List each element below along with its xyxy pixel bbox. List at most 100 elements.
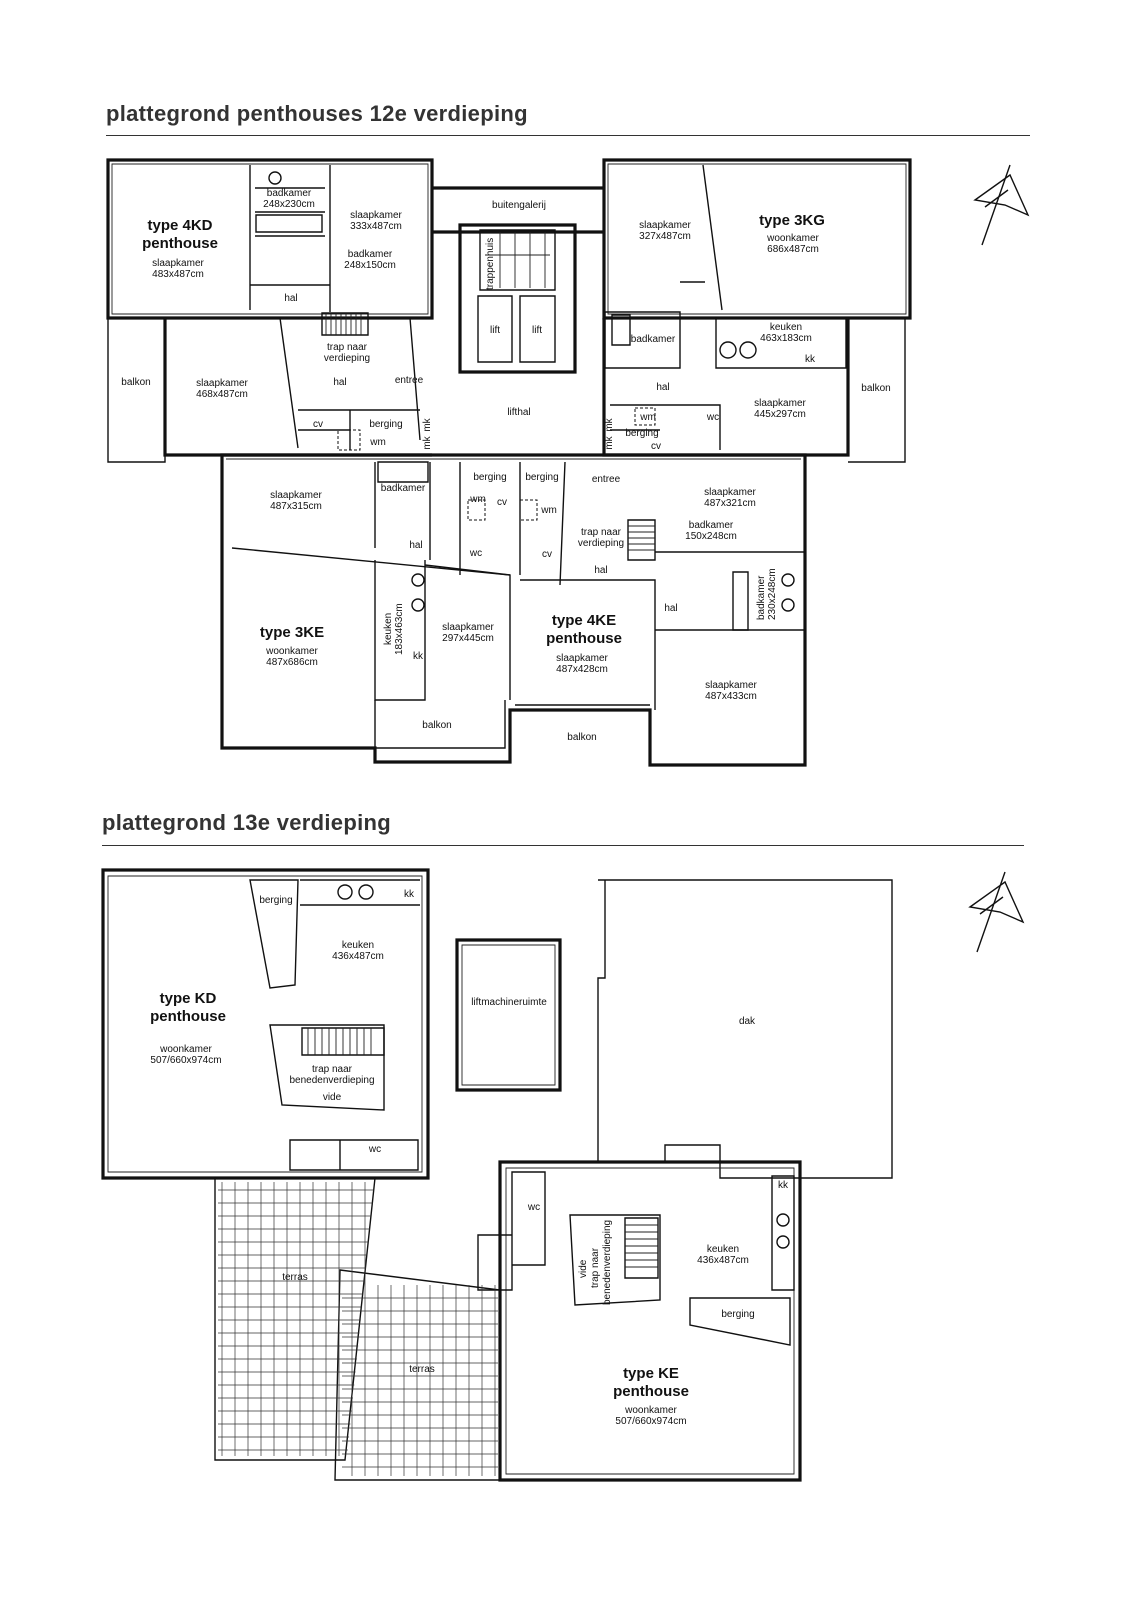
floor12-title-rule (106, 135, 1030, 136)
north-arrow-icon (968, 871, 1025, 953)
floor12-plan (106, 158, 1030, 767)
room-label: slaapkamer (705, 680, 757, 691)
room-label: benedenverdieping (289, 1075, 374, 1086)
room-label: slaapkamer (556, 653, 608, 664)
room-label: wm (639, 412, 656, 423)
room-size: 463x183cm (760, 333, 812, 344)
room-label: hal (409, 540, 422, 551)
unit-type: penthouse (142, 235, 218, 252)
room-label: badkamer (756, 575, 767, 620)
room-label: kk (404, 889, 415, 900)
north-arrow-icon (973, 164, 1030, 246)
room-label: badkamer (267, 188, 312, 199)
unit-type: penthouse (613, 1383, 689, 1400)
room-label: trappenhuis (485, 238, 496, 290)
room-size: 297x445cm (442, 633, 494, 644)
room-label: slaapkamer (350, 210, 402, 221)
room-label: trap naar (590, 1247, 601, 1288)
room-size: 248x150cm (344, 260, 396, 271)
room-label: balkon (121, 377, 150, 388)
unit-type: penthouse (546, 630, 622, 647)
room-size: 487x321cm (704, 498, 756, 509)
floor13-labels: berging kk keuken 436x487cm type KD pent… (150, 889, 789, 1427)
room-label: woonkamer (159, 1044, 212, 1055)
floor13-title-rule (102, 845, 1024, 846)
unit-type: type 3KE (260, 624, 324, 641)
floor12-labels: badkamer 248x230cm type 4KD penthouse sl… (121, 188, 890, 743)
room-label: benedenverdieping (602, 1220, 613, 1305)
room-label: keuken (342, 940, 374, 951)
room-size: 436x487cm (332, 951, 384, 962)
room-label: vide (323, 1092, 342, 1103)
room-size: 230x248cm (767, 568, 778, 620)
unit-type: type 4KD (147, 217, 212, 234)
room-label: buitengalerij (492, 200, 546, 211)
room-label: slaapkamer (270, 490, 322, 501)
room-label: slaapkamer (152, 258, 204, 269)
room-label: wc (469, 548, 482, 559)
room-size: 468x487cm (196, 389, 248, 400)
room-label: entree (395, 375, 424, 386)
room-label: lift (532, 325, 542, 336)
room-size: 327x487cm (639, 231, 691, 242)
room-label: hal (664, 603, 677, 614)
floor13-title: plattegrond 13e verdieping (102, 810, 391, 835)
room-size: 487x428cm (556, 664, 608, 675)
room-label: trap naar (327, 342, 368, 353)
room-label: mk (604, 435, 615, 449)
room-size: 487x315cm (270, 501, 322, 512)
room-label: wc (527, 1202, 540, 1213)
room-label: dak (739, 1016, 756, 1027)
room-label: slaapkamer (196, 378, 248, 389)
room-label: balkon (567, 732, 596, 743)
room-size: 507/660x974cm (150, 1055, 221, 1066)
room-label: slaapkamer (704, 487, 756, 498)
room-size: 183x463cm (394, 603, 405, 655)
room-label: hal (594, 565, 607, 576)
room-label: verdieping (578, 538, 624, 549)
unit-type: type KE (623, 1365, 679, 1382)
room-label: keuken (383, 613, 394, 645)
room-label: badkamer (689, 520, 734, 531)
room-label: kk (413, 651, 424, 662)
room-label: hal (284, 293, 297, 304)
room-label: badkamer (348, 249, 393, 260)
room-label: berging (259, 895, 292, 906)
room-label: balkon (861, 383, 890, 394)
room-size: 487x686cm (266, 657, 318, 668)
room-label: terras (282, 1272, 308, 1283)
room-label: wm (540, 505, 557, 516)
room-size: 333x487cm (350, 221, 402, 232)
room-size: 150x248cm (685, 531, 737, 542)
room-label: trap naar (581, 527, 622, 538)
room-label: lifthal (507, 407, 530, 418)
unit-type: penthouse (150, 1008, 226, 1025)
room-label: cv (497, 497, 507, 508)
room-label: woonkamer (265, 646, 318, 657)
room-label: wc (706, 412, 719, 423)
room-label: keuken (707, 1244, 739, 1255)
room-label: cv (542, 549, 552, 560)
room-size: 248x230cm (263, 199, 315, 210)
room-label: slaapkamer (442, 622, 494, 633)
room-label: mk (422, 435, 433, 449)
room-label: kk (778, 1180, 789, 1191)
room-size: 686x487cm (767, 244, 819, 255)
room-label: keuken (770, 322, 802, 333)
room-size: 487x433cm (705, 691, 757, 702)
room-label: slaapkamer (754, 398, 806, 409)
room-label: cv (651, 441, 661, 452)
room-size: 483x487cm (152, 269, 204, 280)
room-size: 507/660x974cm (615, 1416, 686, 1427)
room-label: berging (473, 472, 506, 483)
room-size: 436x487cm (697, 1255, 749, 1266)
room-label: berging (625, 428, 658, 439)
room-label: berging (369, 419, 402, 430)
room-label: wc (368, 1144, 381, 1155)
floor12-title: plattegrond penthouses 12e verdieping (106, 101, 528, 126)
room-label: terras (409, 1364, 435, 1375)
room-label: woonkamer (766, 233, 819, 244)
room-label: slaapkamer (639, 220, 691, 231)
unit-type: type 3KG (759, 212, 825, 229)
room-label: berging (525, 472, 558, 483)
